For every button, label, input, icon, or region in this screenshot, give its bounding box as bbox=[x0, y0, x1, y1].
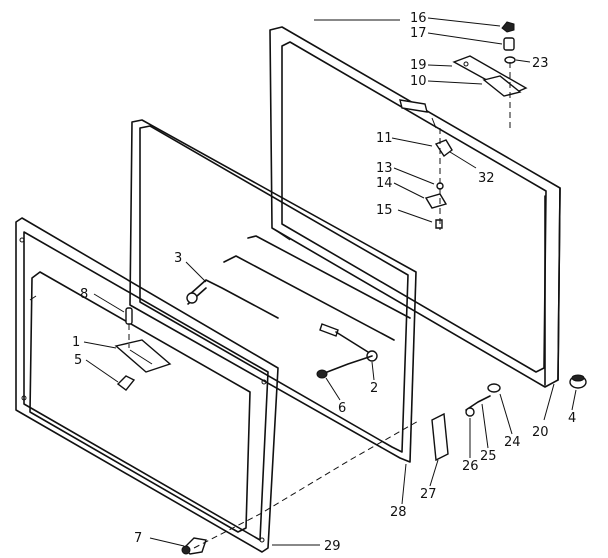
callout-7: 7 bbox=[134, 531, 142, 546]
assembly-line bbox=[193, 419, 421, 549]
callout-29: 29 bbox=[324, 539, 341, 554]
middle-door-frame bbox=[129, 119, 417, 463]
callout-20: 20 bbox=[532, 425, 549, 440]
callout-2: 2 bbox=[370, 381, 378, 396]
callout-28: 28 bbox=[390, 505, 407, 520]
callout-4: 4 bbox=[568, 411, 576, 426]
foot-part bbox=[181, 537, 207, 555]
callout-15: 15 bbox=[376, 203, 393, 218]
bumper-part bbox=[569, 374, 587, 389]
front-door-panel bbox=[15, 217, 279, 553]
callout-1: 1 bbox=[72, 335, 80, 350]
clip-part bbox=[465, 383, 501, 417]
leader-lines bbox=[83, 17, 577, 547]
callout-19: 19 bbox=[410, 58, 427, 73]
callout-32: 32 bbox=[478, 171, 495, 186]
latch-bracket-part bbox=[424, 128, 453, 230]
callout-labels: 16 17 23 19 10 11 32 13 14 15 3 8 1 5 2 … bbox=[72, 11, 576, 554]
callout-26: 26 bbox=[462, 459, 479, 474]
callout-8: 8 bbox=[80, 287, 88, 302]
callout-5: 5 bbox=[74, 353, 82, 368]
outer-door-frame bbox=[269, 26, 561, 388]
callout-11: 11 bbox=[376, 131, 393, 146]
spring-assembly-part bbox=[316, 323, 378, 379]
callout-6: 6 bbox=[338, 401, 346, 416]
callout-27: 27 bbox=[420, 487, 437, 502]
callout-16: 16 bbox=[410, 11, 427, 26]
callout-10: 10 bbox=[410, 74, 427, 89]
callout-3: 3 bbox=[174, 251, 182, 266]
hinge-plate-part bbox=[452, 55, 528, 132]
callout-23: 23 bbox=[532, 56, 549, 71]
hinge-knob-part bbox=[501, 21, 516, 64]
hinge-rod-part bbox=[186, 235, 411, 341]
callout-13: 13 bbox=[376, 161, 393, 176]
handle-part bbox=[114, 307, 172, 391]
plate-part bbox=[431, 412, 449, 462]
callout-14: 14 bbox=[376, 176, 393, 191]
callout-17: 17 bbox=[410, 26, 427, 41]
callout-24: 24 bbox=[504, 435, 521, 450]
callout-25: 25 bbox=[480, 449, 497, 464]
